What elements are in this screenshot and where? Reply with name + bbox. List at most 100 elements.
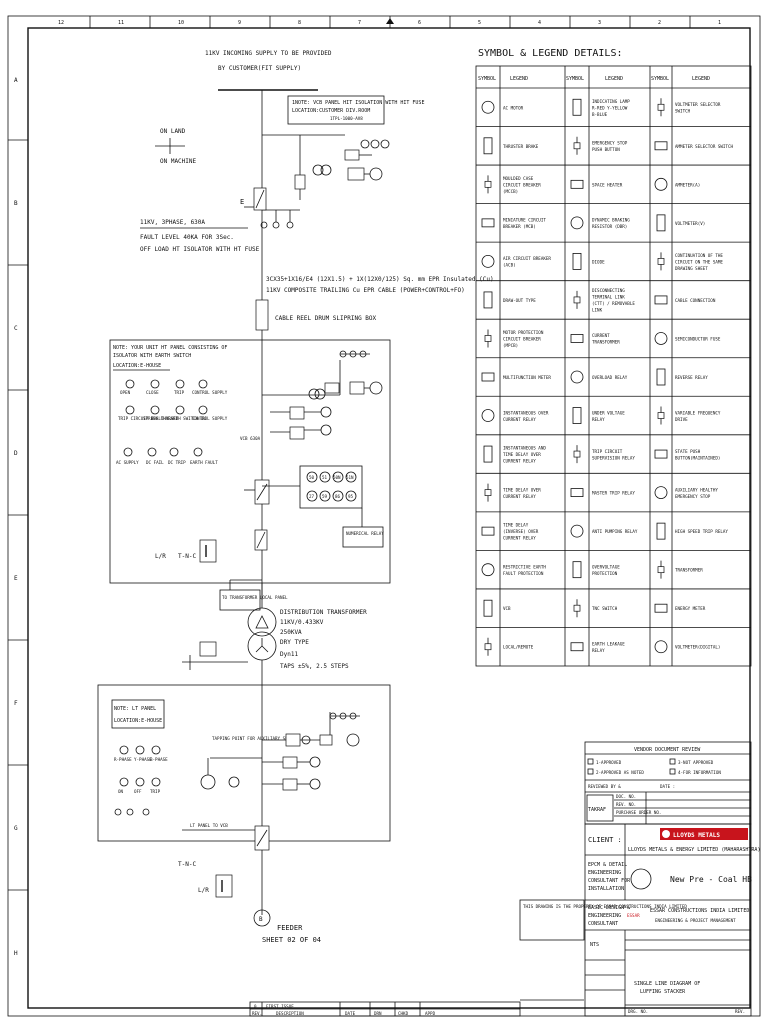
center-mark-icon: [386, 18, 394, 24]
lt-local-remote-label: L/R: [198, 887, 209, 894]
vcb-rating-text: VCB 630A: [240, 436, 261, 441]
basic-design-text: ENGINEERING: [588, 913, 621, 919]
fault-level-text: FAULT LEVEL 40KA FOR 3Sec.: [140, 234, 234, 241]
drawing-title: SINGLE LINE DIAGRAM OF: [634, 981, 700, 987]
transformer-primary-icon: [247, 607, 277, 637]
lamp-label: DC TRIP: [168, 460, 186, 465]
zone-letter: A: [14, 77, 18, 84]
legend-label: TRANSFORMER: [675, 568, 703, 573]
local-remote-label: L/R: [155, 553, 166, 560]
zone-letter: B: [14, 200, 18, 207]
legend-symbol-icon: [572, 98, 582, 116]
lamp-label: OPEN: [120, 390, 131, 395]
lamp-label: TRIP: [150, 789, 161, 794]
earth-label: E: [240, 198, 244, 206]
distribution-transformer: DISTRIBUTION TRANSFORMER 11KV/0.433KV 25…: [182, 583, 367, 695]
vcb-note-text: 1NOTE: VCB PANEL HIT ISOLATION WITH HIT …: [292, 100, 424, 106]
lamp-label: EARTH SWITCH ON: [168, 416, 206, 421]
lamp-label: CONTROL SUPPLY: [192, 416, 228, 421]
lt-metering-branch: [262, 712, 360, 791]
lamp-label: ON: [118, 789, 124, 794]
epc-text: CONSULTANT FOR: [588, 878, 631, 884]
to-trafo-text: TO TRANSFORMER LOCAL PANEL: [222, 595, 288, 600]
legend-symbol-icon: [654, 640, 668, 654]
transformer-local-panel-box: [219, 589, 261, 611]
rev-label: REV.: [735, 1009, 745, 1014]
legend-symbol-icon: [654, 177, 668, 191]
feeder-label: FEEDER: [277, 924, 303, 932]
project-name: New Pre - Coal HB: [670, 875, 752, 884]
legend-label: VOLTMETER(DIGITAL): [675, 645, 720, 650]
legend-symbol-icon: [656, 368, 666, 386]
symbol-legend-table: SYMBOL & LEGEND DETAILS: SYMBOL LEGEND S…: [475, 48, 752, 667]
stamp-area: THIS DRAWING IS THE PROPERTY OF ESSAR CO…: [519, 899, 687, 1001]
scale-value: NTS: [590, 942, 599, 948]
lt-panel-box: [97, 684, 391, 842]
legend-symbol-icon: [481, 254, 495, 268]
zone-letter: G: [14, 825, 18, 832]
vcb-note-box: [287, 95, 385, 125]
legend-symbol-icon: [657, 98, 665, 117]
legend-label: REVERSE RELAY: [675, 375, 708, 380]
ht-panel-note: NOTE: YOUR UNIT HT PANEL CONSISTING OF: [113, 345, 227, 351]
legend-symbol-icon: [657, 406, 665, 425]
lt-tnc-switch-icon: [215, 874, 233, 898]
legend-symbol-icon: [481, 372, 495, 382]
legend-header: LEGEND: [605, 76, 623, 82]
relay-code: 95: [348, 494, 354, 499]
sheet-outer-border: [7, 15, 761, 1017]
legend-title: SYMBOL & LEGEND DETAILS:: [478, 48, 623, 59]
lamp-label: B-PHASE: [150, 757, 168, 762]
legend-symbol-icon: [484, 175, 492, 194]
continuation-b-icon: [253, 909, 271, 927]
lt-panel-note-2: LOCATION:E-HOUSE: [114, 718, 162, 724]
legend-label: ENERGY METER: [675, 606, 706, 611]
lt-panel-note: NOTE: LT PANEL: [114, 706, 156, 712]
legend-label: AMMETER SELECTOR SWITCH: [675, 144, 733, 149]
zone-letter: D: [14, 450, 18, 457]
off-load-text: OFF LOAD HT ISOLATOR WITH HT FUSE: [140, 246, 260, 253]
relay-code: 27: [309, 494, 315, 499]
review-date-label: DATE :: [660, 784, 675, 789]
lt-indicator-lamps: R-PHASE Y-PHASE B-PHASE ON OFF TRIP: [114, 745, 168, 816]
legend-symbol-icon: [481, 100, 495, 114]
legend-symbol-icon: [483, 291, 493, 309]
rating-text: 11KV, 3PHASE, 630A: [140, 219, 205, 226]
review-option: 3-NOT APPROVED: [678, 760, 714, 765]
lloyds-logo-icon: [662, 830, 670, 838]
zone-number: 11: [118, 20, 124, 26]
legend-symbol-icon: [570, 642, 584, 652]
zone-letter: C: [14, 325, 18, 332]
lamp-label: CONTROL SUPPLY: [192, 390, 228, 395]
tnc-switch-icon: [199, 539, 217, 563]
zone-number: 2: [658, 20, 661, 26]
rev-cell: FIRST ISSUE: [266, 1004, 294, 1009]
legend-label: AMMETER(A): [675, 182, 700, 187]
zone-letter: F: [14, 700, 18, 707]
rev-cell: 0: [254, 1004, 257, 1009]
relay-code: 50N: [333, 475, 341, 480]
ammeter-icon: [200, 774, 216, 790]
legend-header: SYMBOL: [651, 76, 669, 82]
essar-name: ESSAR CONSTRUCTIONS INDIA LIMITED: [650, 908, 749, 914]
legend-label: VOLTMETER(V): [675, 221, 705, 226]
legend-symbol-icon: [570, 488, 584, 498]
relay-caption: NUMERICAL RELAY: [346, 531, 384, 536]
legend-header: LEGEND: [510, 76, 528, 82]
rev-header: REV.: [252, 1011, 262, 1016]
relay-code: 50: [309, 475, 315, 480]
legend-label: THRUSTER BRAKE: [503, 144, 539, 149]
legend-label: DIODE: [592, 259, 605, 264]
incoming-section: 11KV INCOMING SUPPLY TO BE PROVIDED BY C…: [140, 50, 494, 340]
legend-label: ANTI PUMPING RELAY: [592, 529, 638, 534]
